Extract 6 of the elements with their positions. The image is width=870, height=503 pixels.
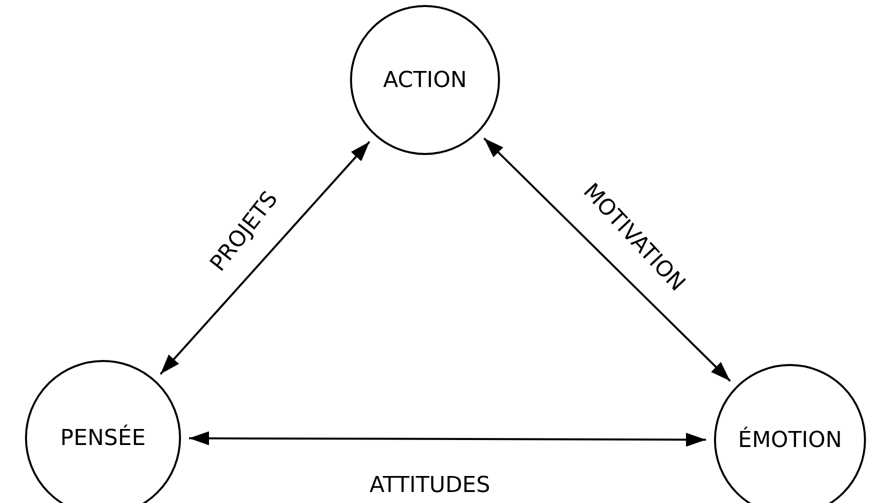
node-label: PENSÉE	[60, 426, 146, 450]
node-label: ÉMOTION	[738, 428, 842, 452]
node-label: ACTION	[383, 68, 467, 92]
double-arrow	[189, 431, 706, 447]
double-arrow	[160, 141, 370, 375]
double-arrow	[483, 138, 731, 382]
